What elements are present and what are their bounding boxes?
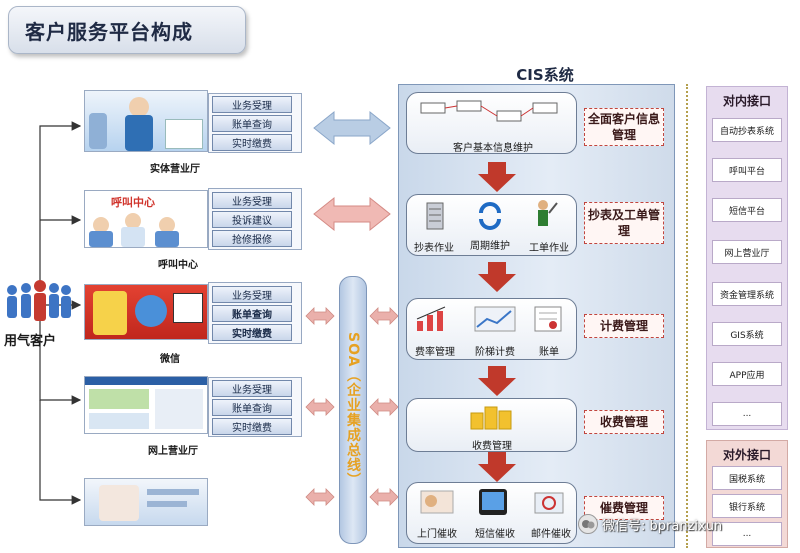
online-hall-screenshot bbox=[84, 376, 208, 434]
module-label: 邮件催收 bbox=[531, 529, 571, 540]
watermark-text: 微信号: bpranzixun bbox=[602, 518, 723, 534]
customer-label: 用气客户 bbox=[4, 334, 57, 349]
call-center-photo: 呼叫中心 bbox=[84, 190, 208, 248]
customer-people-icon bbox=[7, 280, 71, 321]
soa-right-arrows bbox=[369, 307, 399, 506]
channel-name-call-center: 呼叫中心 bbox=[158, 260, 198, 271]
service-business[interactable]: 业务受理 bbox=[212, 192, 292, 209]
module-label: 周期维护 bbox=[470, 241, 510, 252]
bill-icon bbox=[534, 306, 562, 332]
external-interface-title: 对外接口 bbox=[722, 448, 771, 462]
interface-item[interactable]: 呼叫平台 bbox=[712, 158, 782, 182]
interface-item[interactable]: 自动抄表系统 bbox=[712, 118, 782, 142]
service-complaint[interactable]: 投诉建议 bbox=[212, 211, 292, 228]
module-collection[interactable]: 上门催收 短信催收 邮件催收 bbox=[406, 482, 577, 544]
customer-connector-lines bbox=[39, 121, 82, 505]
interface-item[interactable]: 国税系统 bbox=[712, 466, 782, 490]
module-customer-info[interactable]: 客户基本信息维护 bbox=[406, 92, 577, 154]
service-realtime-pay[interactable]: 实时缴费 bbox=[212, 134, 292, 151]
meter-icon bbox=[426, 202, 444, 230]
module-label: 费率管理 bbox=[415, 347, 455, 358]
module-label: 阶梯计费 bbox=[475, 347, 515, 358]
down-arrow bbox=[478, 262, 516, 292]
channel-name-online: 网上营业厅 bbox=[148, 446, 198, 457]
door-collection-icon bbox=[420, 490, 454, 514]
down-arrow bbox=[478, 162, 516, 192]
interface-item[interactable]: APP应用 bbox=[712, 362, 782, 386]
double-arrow-top bbox=[313, 110, 391, 146]
interface-item[interactable]: ... bbox=[712, 402, 782, 426]
customer-info-flow-icon bbox=[420, 100, 558, 122]
module-label: 短信催收 bbox=[475, 529, 515, 540]
internal-interface-title: 对内接口 bbox=[722, 94, 771, 108]
service-realtime-pay[interactable]: 实时缴费 bbox=[212, 418, 292, 435]
mgmt-billing: 计费管理 bbox=[584, 314, 664, 338]
service-business[interactable]: 业务受理 bbox=[212, 286, 292, 303]
interface-item[interactable]: GIS系统 bbox=[712, 322, 782, 346]
mgmt-charging: 收费管理 bbox=[584, 410, 664, 434]
call-center-banner: 呼叫中心 bbox=[111, 196, 155, 209]
service-bill-query[interactable]: 账单查询 bbox=[212, 305, 292, 322]
soa-bus: SOA（企业集成总线） bbox=[339, 276, 367, 544]
wechat-poster bbox=[84, 284, 208, 340]
interface-item[interactable]: ... bbox=[712, 522, 782, 546]
service-business[interactable]: 业务受理 bbox=[212, 96, 292, 113]
service-business[interactable]: 业务受理 bbox=[212, 380, 292, 397]
rate-chart-icon bbox=[416, 306, 446, 331]
module-label: 上门催收 bbox=[417, 529, 457, 540]
divider-line bbox=[686, 84, 688, 548]
interface-item[interactable]: 资金管理系统 bbox=[712, 282, 782, 306]
soa-left-arrows bbox=[305, 307, 335, 506]
watermark: 微信号: bpranzixun bbox=[578, 512, 798, 536]
interface-item[interactable]: 银行系统 bbox=[712, 494, 782, 518]
cis-title: CIS系统 bbox=[516, 66, 574, 84]
double-arrow-callcenter bbox=[313, 196, 391, 232]
module-label: 客户基本信息维护 bbox=[453, 143, 533, 154]
soa-label: SOA（企业集成总线） bbox=[345, 332, 361, 488]
module-charging[interactable]: 收费管理 bbox=[406, 398, 577, 452]
service-realtime-pay[interactable]: 实时缴费 bbox=[212, 324, 292, 341]
module-label: 收费管理 bbox=[472, 441, 512, 452]
module-meter-reading[interactable]: 抄表作业 周期维护 工单作业 bbox=[406, 194, 577, 256]
sms-phone-icon bbox=[479, 489, 507, 515]
interface-item[interactable]: 短信平台 bbox=[712, 198, 782, 222]
wechat-icon bbox=[578, 514, 598, 534]
mgmt-customer-info: 全面客户信息管理 bbox=[584, 108, 664, 146]
physical-hall-photo bbox=[84, 90, 208, 152]
cycle-icon bbox=[479, 202, 501, 230]
app-screenshot bbox=[84, 478, 208, 526]
module-label: 账单 bbox=[539, 347, 559, 358]
channel-name-physical: 实体营业厅 bbox=[150, 164, 200, 175]
mgmt-meter-work-order: 抄表及工单管理 bbox=[584, 202, 664, 244]
email-icon bbox=[534, 492, 564, 514]
mgmt-collection: 催费管理 bbox=[584, 496, 664, 520]
worker-icon bbox=[538, 200, 558, 226]
coins-icon bbox=[470, 406, 512, 430]
down-arrow bbox=[478, 366, 516, 396]
channel-name-wechat: 微信 bbox=[160, 354, 180, 365]
page-title: 客户服务平台构成 bbox=[8, 6, 246, 54]
module-label: 工单作业 bbox=[529, 243, 569, 254]
service-bill-query[interactable]: 账单查询 bbox=[212, 399, 292, 416]
module-label: 抄表作业 bbox=[414, 243, 454, 254]
down-arrow bbox=[478, 452, 516, 482]
service-bill-query[interactable]: 账单查询 bbox=[212, 115, 292, 132]
tier-chart-icon bbox=[474, 306, 516, 332]
service-repair[interactable]: 抢修报修 bbox=[212, 230, 292, 247]
module-billing[interactable]: 费率管理 阶梯计费 账单 bbox=[406, 298, 577, 360]
interface-item[interactable]: 网上营业厅 bbox=[712, 240, 782, 264]
